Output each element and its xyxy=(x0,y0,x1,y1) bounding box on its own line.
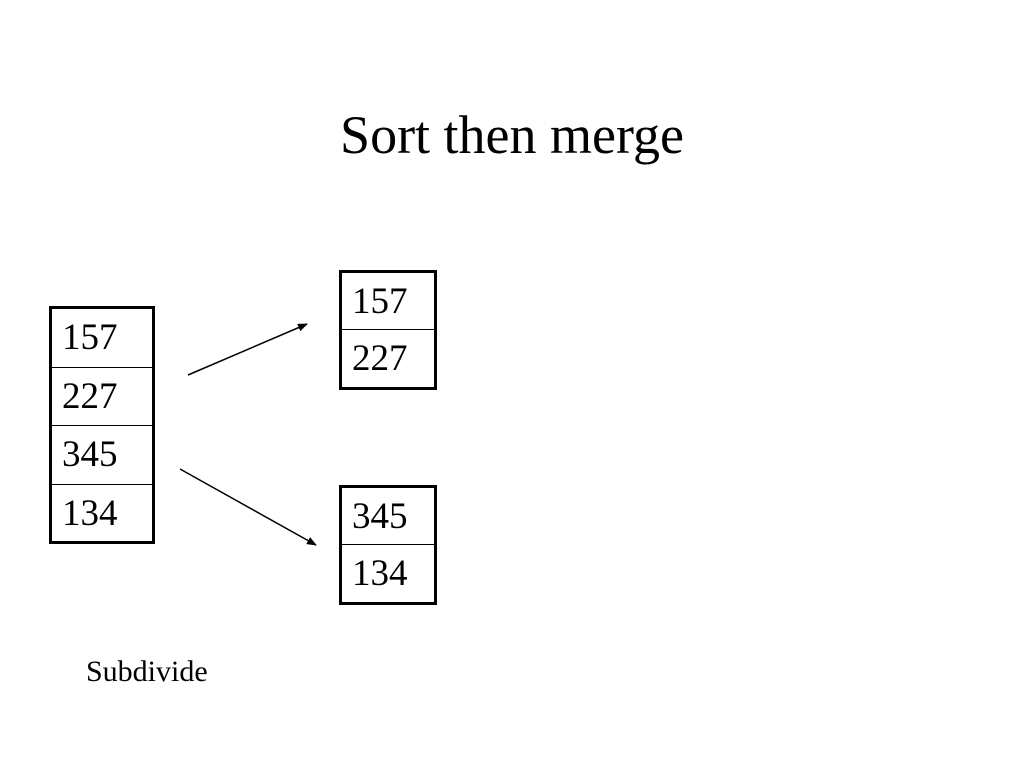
upper-sublist-box: 157 227 xyxy=(339,270,437,390)
slide-title: Sort then merge xyxy=(340,105,684,165)
original-list-box: 157 227 345 134 xyxy=(49,306,155,544)
lower-sublist-cell: 134 xyxy=(352,553,408,594)
upper-split-arrow xyxy=(187,323,308,376)
original-list-cell: 227 xyxy=(52,368,152,426)
lower-sublist-box: 345 134 xyxy=(339,485,437,605)
original-list-cell: 345 xyxy=(52,426,152,485)
original-list-cell: 134 xyxy=(62,493,118,535)
lower-split-arrow xyxy=(179,468,317,546)
subdivide-caption: Subdivide xyxy=(86,655,208,688)
upper-sublist-cell: 157 xyxy=(342,273,434,330)
original-list-cell: 157 xyxy=(52,309,152,368)
lower-sublist-cell: 345 xyxy=(342,488,434,545)
upper-sublist-cell: 227 xyxy=(352,338,408,379)
